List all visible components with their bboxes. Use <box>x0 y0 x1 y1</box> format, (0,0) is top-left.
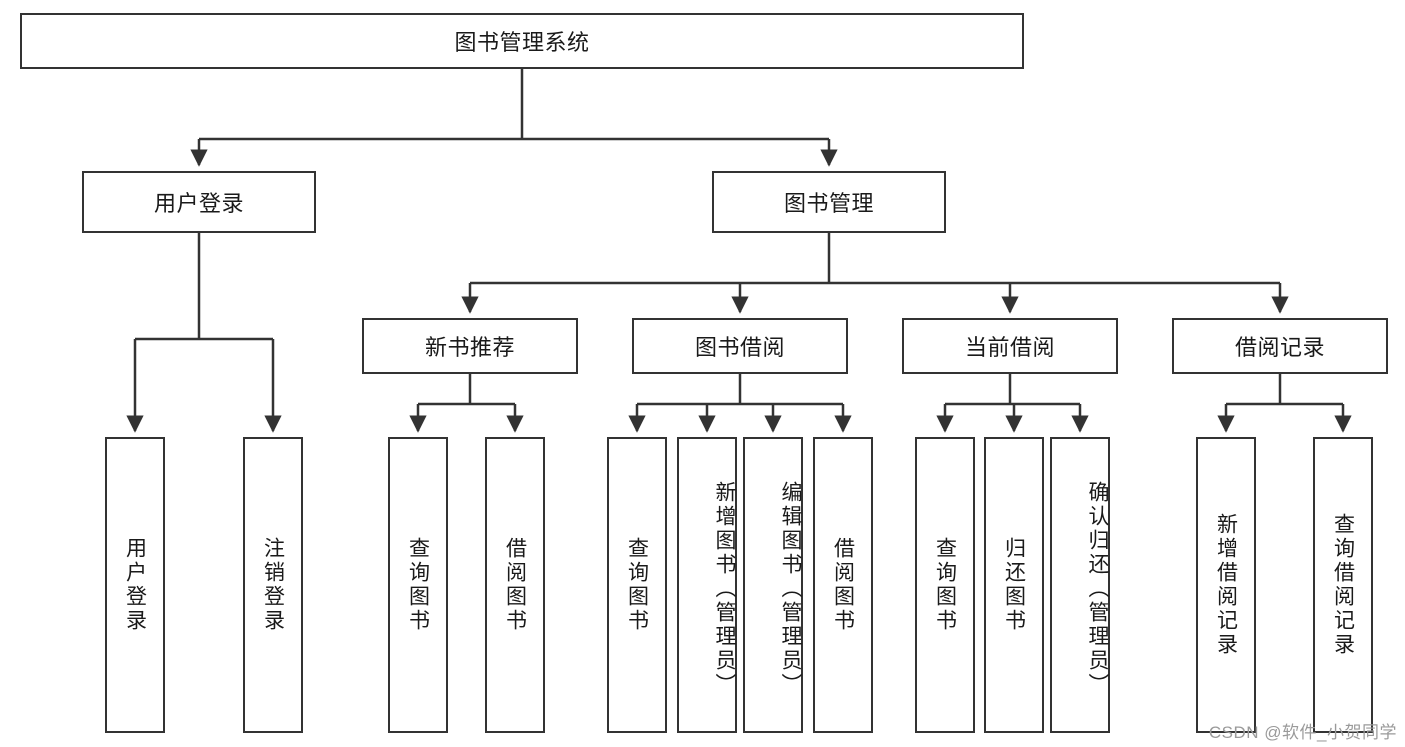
node-book-borrow[interactable]: 图书借阅 <box>632 318 848 374</box>
leaf-add-book-admin-label: 新增图书（管理员） <box>713 481 736 697</box>
leaf-edit-book-admin[interactable]: 编辑图书（管理员） <box>743 437 803 733</box>
leaf-return-book-label: 归还图书 <box>1002 537 1026 633</box>
leaf-logout[interactable]: 注销登录 <box>243 437 303 733</box>
node-new-book-rec-label: 新书推荐 <box>424 335 515 360</box>
node-borrow-record-label: 借阅记录 <box>1234 335 1325 360</box>
leaf-borrow-book-recommend[interactable]: 借阅图书 <box>485 437 545 733</box>
leaf-borrow-book-recommend-label: 借阅图书 <box>503 537 527 633</box>
leaf-query-book-recommend[interactable]: 查询图书 <box>388 437 448 733</box>
node-root[interactable]: 图书管理系统 <box>20 13 1024 69</box>
node-book-manage-label: 图书管理 <box>783 191 874 216</box>
leaf-logout-label: 注销登录 <box>261 537 285 633</box>
node-book-borrow-label: 图书借阅 <box>694 335 785 360</box>
leaf-query-borrow-record[interactable]: 查询借阅记录 <box>1313 437 1373 733</box>
leaf-add-borrow-record[interactable]: 新增借阅记录 <box>1196 437 1256 733</box>
node-user-login[interactable]: 用户登录 <box>82 171 316 233</box>
leaf-query-book-borrow[interactable]: 查询图书 <box>607 437 667 733</box>
leaf-query-book-current-label: 查询图书 <box>933 537 957 633</box>
leaf-query-book-current[interactable]: 查询图书 <box>915 437 975 733</box>
leaf-add-borrow-record-label: 新增借阅记录 <box>1214 513 1238 657</box>
leaf-confirm-return-admin-label: 确认归还（管理员） <box>1086 481 1109 697</box>
node-user-login-label: 用户登录 <box>153 191 244 216</box>
node-borrow-record[interactable]: 借阅记录 <box>1172 318 1388 374</box>
leaf-user-login[interactable]: 用户登录 <box>105 437 165 733</box>
leaf-user-login-label: 用户登录 <box>123 537 147 633</box>
leaf-confirm-return-admin[interactable]: 确认归还（管理员） <box>1050 437 1110 733</box>
leaf-query-book-recommend-label: 查询图书 <box>406 537 430 633</box>
node-root-label: 图书管理系统 <box>454 30 590 55</box>
leaf-add-book-admin[interactable]: 新增图书（管理员） <box>677 437 737 733</box>
node-new-book-rec[interactable]: 新书推荐 <box>362 318 578 374</box>
csdn-watermark: CSDN @软件_小贺同学 <box>1208 723 1397 742</box>
leaf-borrow-book-borrow[interactable]: 借阅图书 <box>813 437 873 733</box>
node-book-manage[interactable]: 图书管理 <box>712 171 946 233</box>
node-current-borrow-label: 当前借阅 <box>964 335 1055 360</box>
leaf-edit-book-admin-label: 编辑图书（管理员） <box>779 481 802 697</box>
leaf-query-book-borrow-label: 查询图书 <box>625 537 649 633</box>
leaf-return-book[interactable]: 归还图书 <box>984 437 1044 733</box>
leaf-query-borrow-record-label: 查询借阅记录 <box>1331 513 1355 657</box>
leaf-borrow-book-borrow-label: 借阅图书 <box>831 537 855 633</box>
node-current-borrow[interactable]: 当前借阅 <box>902 318 1118 374</box>
